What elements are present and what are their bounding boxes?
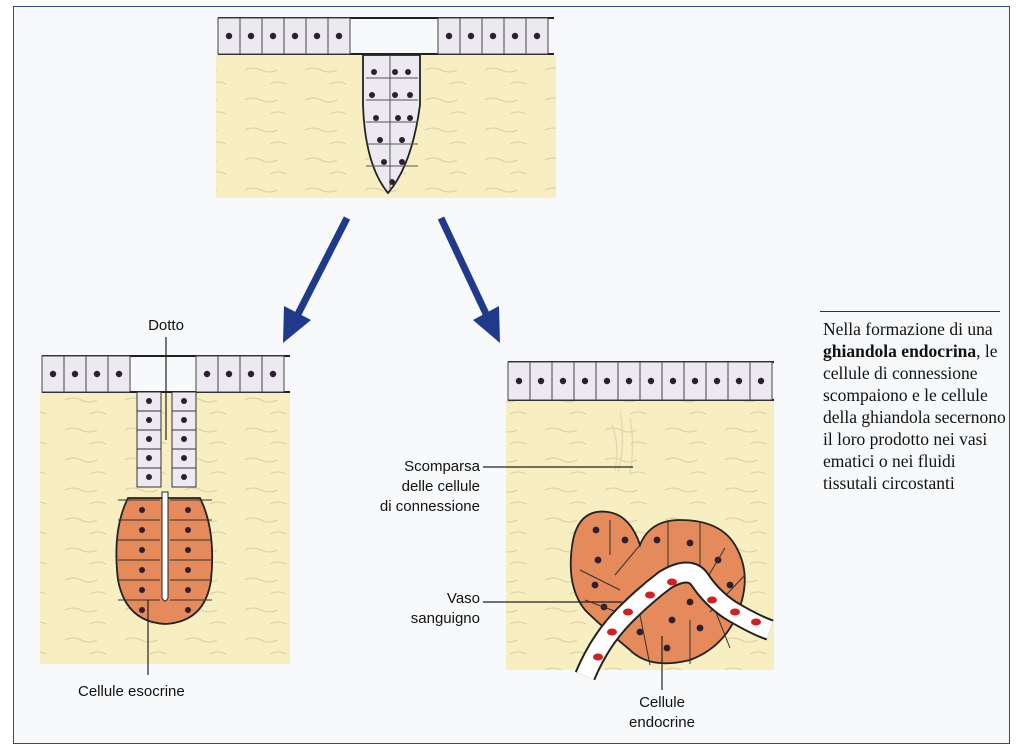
caption-bold: ghiandola endocrina (823, 341, 976, 361)
endocrine-label-2: endocrine (612, 714, 712, 731)
vessel-label-1: Vaso (380, 590, 480, 607)
caption: Nella formazione di una ghiandola endocr… (823, 318, 1008, 494)
endocrine-epithelium (508, 362, 774, 400)
caption-part-2: , le cellule di connessione scompaiono e… (823, 341, 1006, 493)
top-epithelium (218, 18, 554, 54)
endocrine-panel (483, 362, 774, 690)
arrow-right (441, 218, 500, 343)
endocrine-label-1: Cellule (612, 694, 712, 711)
exocrine-gland (116, 492, 212, 624)
arrow-left (283, 218, 347, 343)
caption-rule (820, 311, 1000, 312)
exocrine-cells-label: Cellule esocrine (78, 683, 185, 700)
duct-label: Dotto (136, 317, 196, 334)
disappearance-label-2: delle cellule (362, 478, 480, 495)
vessel-label-2: sanguigno (380, 610, 480, 627)
top-panel (216, 18, 556, 198)
caption-part-1: Nella formazione di una (823, 319, 993, 339)
disappearance-label-3: di connessione (362, 498, 480, 515)
disappearance-label-1: Scomparsa (362, 458, 480, 475)
exocrine-panel (40, 337, 290, 675)
